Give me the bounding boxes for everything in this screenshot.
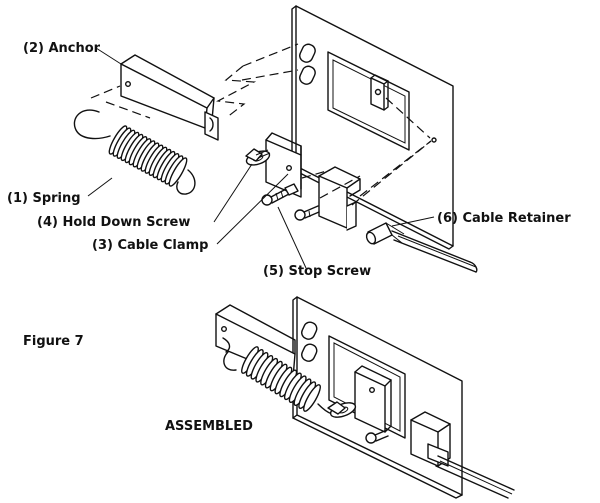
label-cable-retainer: (6) Cable Retainer	[437, 211, 571, 226]
stop-screw-assembled	[365, 429, 389, 444]
spring-coil	[168, 157, 188, 187]
figure-caption: Figure 7	[23, 334, 84, 349]
spring-assembled	[223, 346, 343, 415]
label-cable-clamp: (3) Cable Clamp	[92, 238, 209, 253]
cable-retainer-part	[365, 222, 478, 273]
label-assembled: ASSEMBLED	[165, 419, 253, 434]
stop-bracket-assembled	[410, 411, 515, 499]
alignment-lines	[90, 43, 432, 206]
label-stop-screw: (5) Stop Screw	[263, 264, 371, 279]
labels: (2) Anchor (1) Spring (4) Hold Down Scre…	[7, 41, 571, 434]
spring-coil	[303, 384, 321, 412]
label-anchor: (2) Anchor	[23, 41, 101, 56]
label-hold-down-screw: (4) Hold Down Screw	[37, 215, 190, 230]
spring-part	[73, 109, 196, 195]
label-spring: (1) Spring	[7, 191, 81, 206]
anchor-part	[120, 54, 219, 141]
hold-down-screw-part	[245, 148, 271, 162]
stop-bracket-part	[294, 166, 361, 231]
leader-lines	[87, 47, 435, 269]
clamp-assembled	[327, 365, 392, 433]
